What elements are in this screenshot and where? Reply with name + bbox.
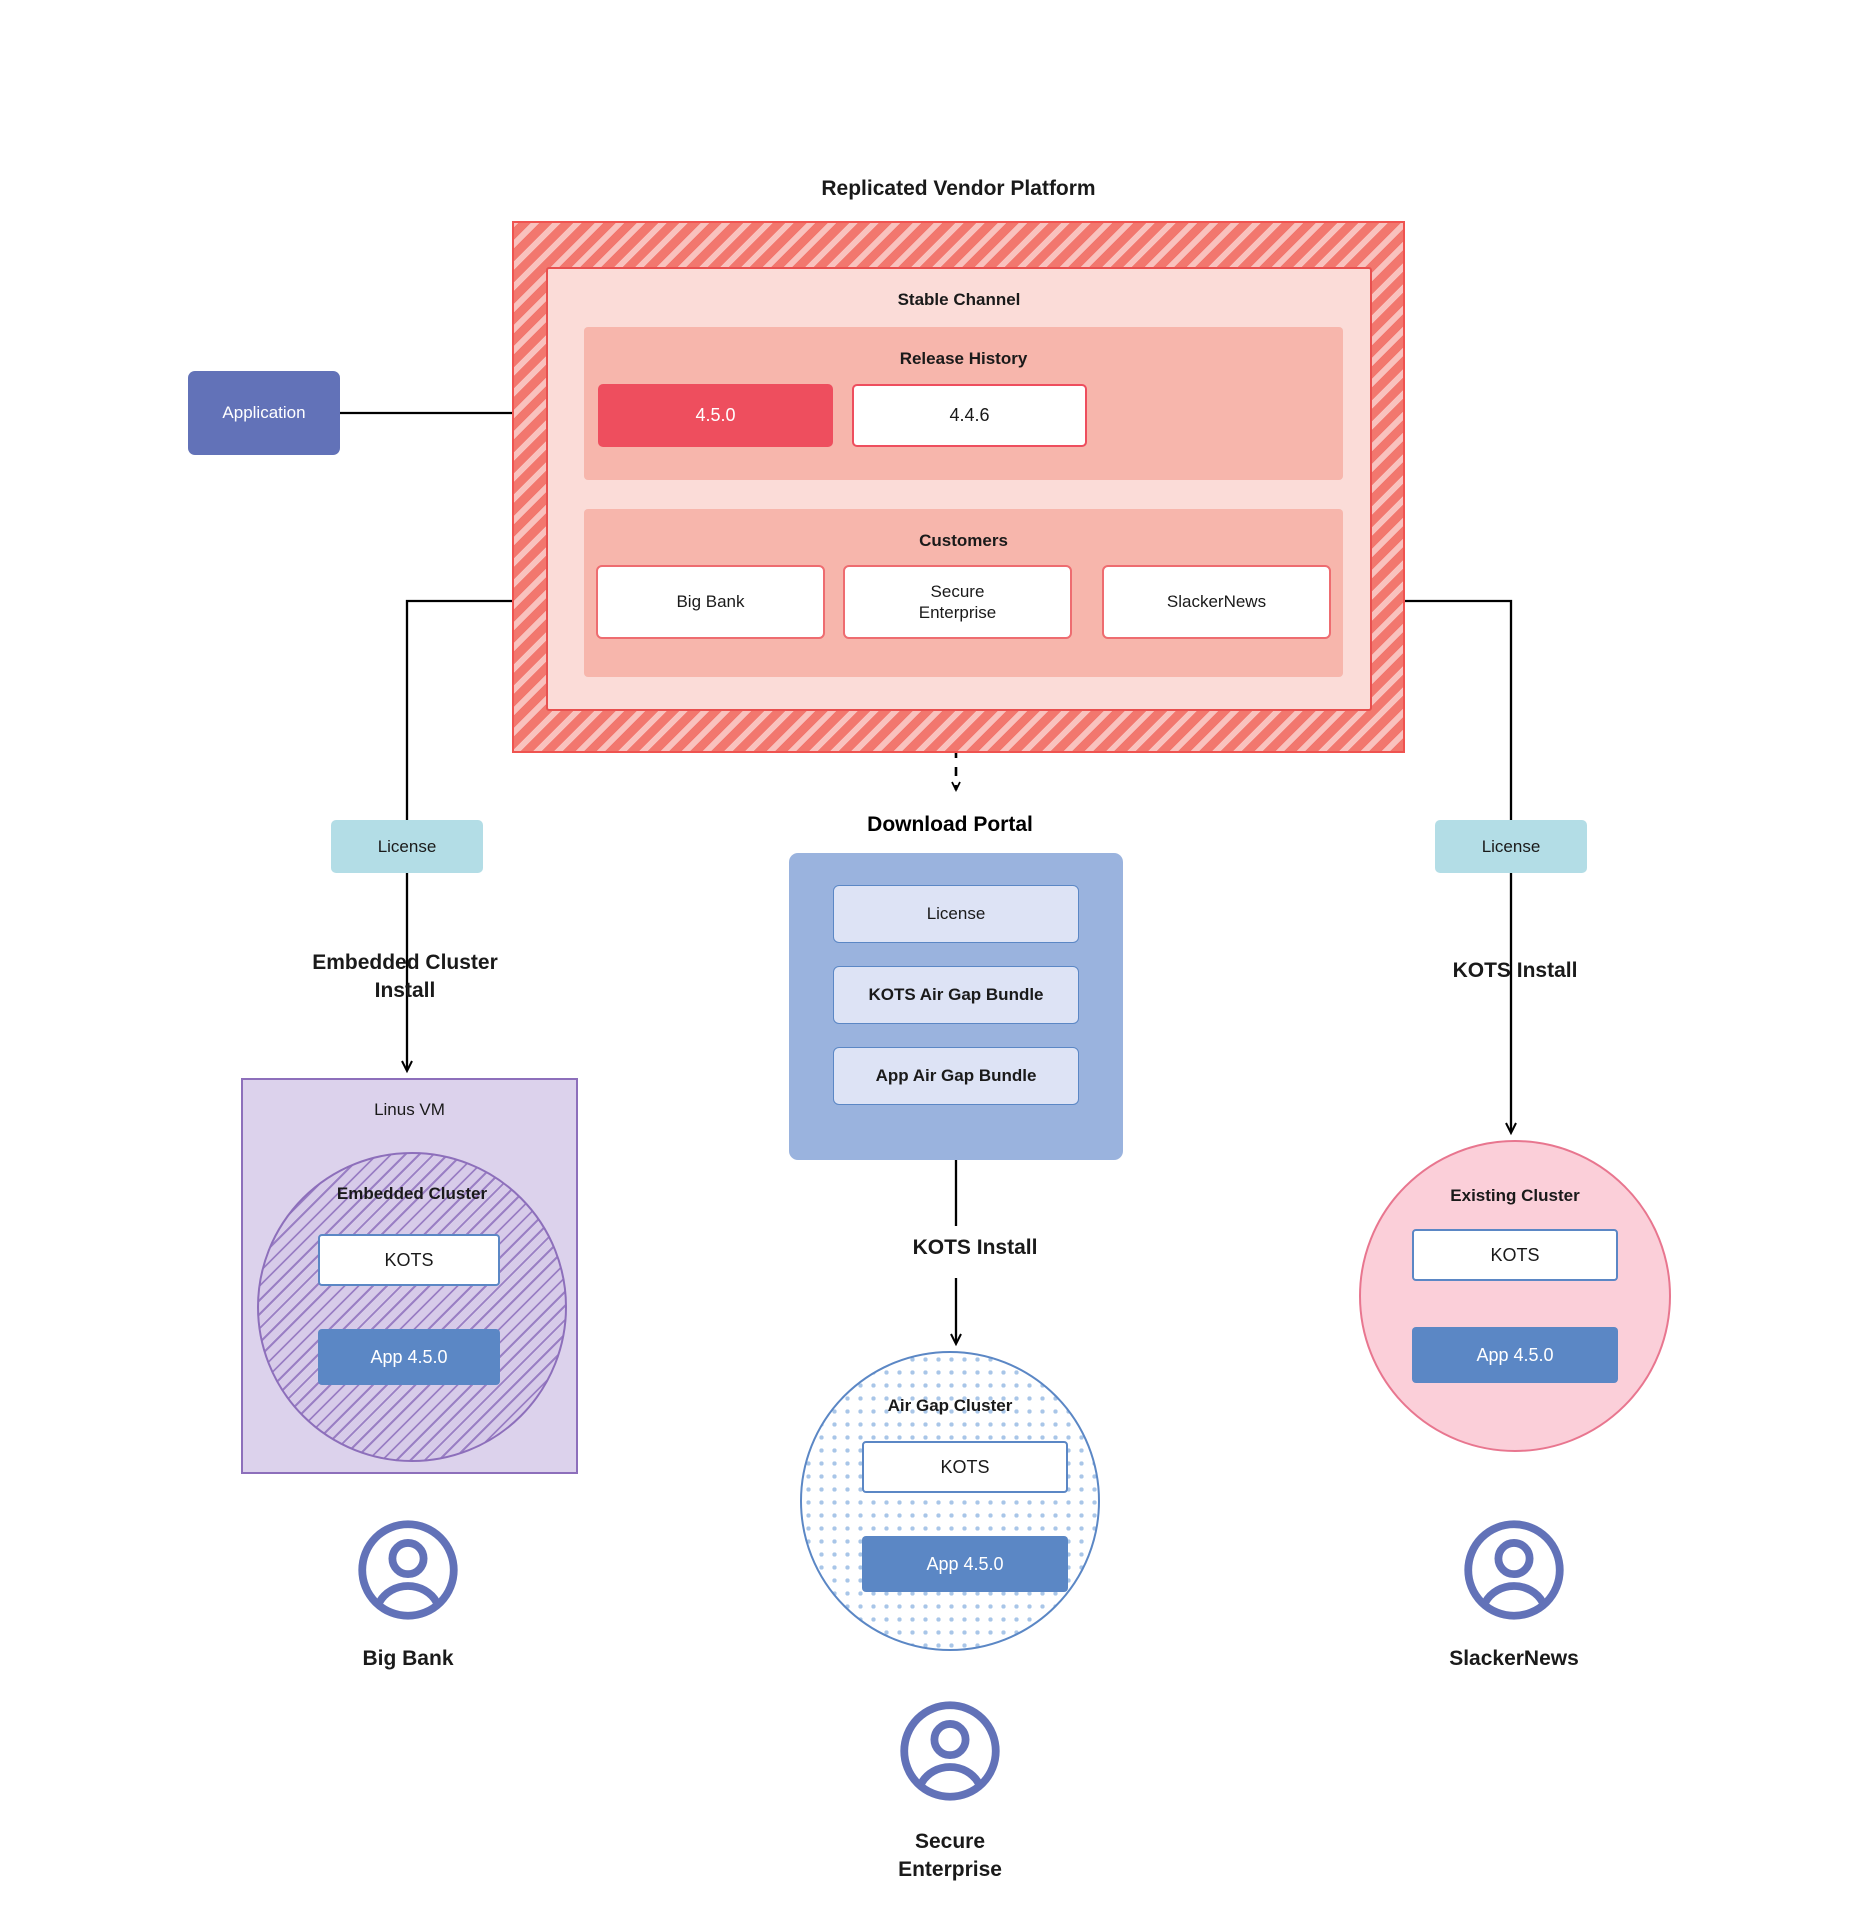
embedded-cluster-circle bbox=[257, 1152, 567, 1462]
air-gap-cluster-label: Air Gap Cluster bbox=[887, 1396, 1013, 1415]
app-node-right[interactable]: App 4.5.0 bbox=[1412, 1327, 1618, 1383]
app-node-left[interactable]: App 4.5.0 bbox=[318, 1329, 500, 1385]
license-node-right[interactable]: License bbox=[1435, 820, 1587, 873]
page-title: Replicated Vendor Platform bbox=[821, 177, 1096, 200]
kots-node-center[interactable]: KOTS bbox=[862, 1441, 1068, 1493]
existing-cluster-circle bbox=[1359, 1140, 1671, 1452]
end-label-slackernews: SlackerNews bbox=[1449, 1646, 1579, 1670]
customers-label: Customers bbox=[919, 531, 1008, 550]
user-avatar-icon bbox=[1464, 1520, 1564, 1620]
release-card-current[interactable]: 4.5.0 bbox=[598, 384, 833, 447]
air-gap-cluster-circle bbox=[800, 1351, 1100, 1651]
license-node-left[interactable]: License bbox=[331, 820, 483, 873]
user-avatar-icon bbox=[358, 1520, 458, 1620]
customer-card-big-bank[interactable]: Big Bank bbox=[596, 565, 825, 639]
flow-label-kots-install-center: KOTS Install bbox=[912, 1235, 1038, 1259]
portal-item-kots-air-gap-bundle[interactable]: KOTS Air Gap Bundle bbox=[833, 966, 1079, 1024]
embedded-cluster-label: Embedded Cluster bbox=[336, 1184, 488, 1203]
kots-node-right[interactable]: KOTS bbox=[1412, 1229, 1618, 1281]
stable-channel-label: Stable Channel bbox=[897, 290, 1021, 309]
download-portal-title: Download Portal bbox=[867, 813, 1033, 836]
portal-item-license[interactable]: License bbox=[833, 885, 1079, 943]
portal-item-app-air-gap-bundle[interactable]: App Air Gap Bundle bbox=[833, 1047, 1079, 1105]
user-avatar-icon bbox=[900, 1701, 1000, 1801]
flow-label-kots-install-right: KOTS Install bbox=[1452, 958, 1578, 982]
application-node[interactable]: Application bbox=[188, 371, 340, 455]
release-card-prior[interactable]: 4.4.6 bbox=[852, 384, 1087, 447]
release-history-label: Release History bbox=[899, 349, 1028, 368]
app-node-center[interactable]: App 4.5.0 bbox=[862, 1536, 1068, 1592]
customer-card-slackernews[interactable]: SlackerNews bbox=[1102, 565, 1331, 639]
existing-cluster-label: Existing Cluster bbox=[1450, 1186, 1580, 1205]
end-label-big-bank: Big Bank bbox=[362, 1646, 454, 1670]
kots-node-left[interactable]: KOTS bbox=[318, 1234, 500, 1286]
linus-vm-label: Linus VM bbox=[374, 1100, 445, 1119]
